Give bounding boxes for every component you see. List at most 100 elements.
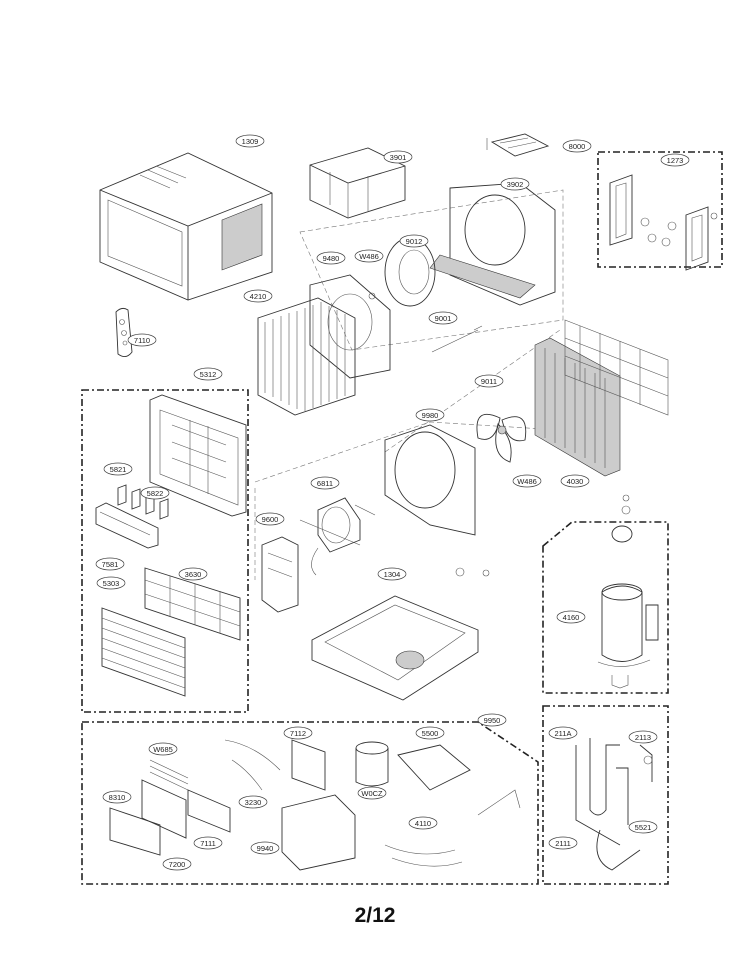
svg-text:211A: 211A — [555, 729, 572, 738]
label-9980: 9980 — [415, 408, 445, 422]
svg-text:4030: 4030 — [567, 477, 584, 486]
remote-control-drawing — [115, 307, 133, 357]
compressor-group-boundary — [542, 521, 669, 694]
svg-text:2113: 2113 — [635, 733, 651, 742]
control-panel-front-drawing — [149, 394, 247, 517]
svg-text:W0CZ: W0CZ — [361, 789, 383, 798]
motor-and-box-drawing — [261, 497, 376, 613]
label-5312: 5312 — [193, 367, 223, 381]
label-5821: 5821 — [103, 462, 133, 476]
piping-parts-drawing — [575, 738, 653, 871]
label-9940: 9940 — [250, 841, 280, 855]
label-3901: 3901 — [383, 150, 413, 164]
svg-text:W486: W486 — [517, 477, 537, 486]
label-3230: 3230 — [238, 795, 268, 809]
svg-text:5521: 5521 — [635, 823, 652, 832]
label-9011: 9011 — [474, 374, 504, 388]
label-9012: 9012 — [399, 234, 429, 248]
svg-text:W486: W486 — [359, 252, 379, 261]
label-4110: 4110 — [408, 816, 438, 830]
label-7110: 7110 — [127, 333, 157, 347]
svg-text:9001: 9001 — [435, 314, 452, 323]
svg-text:9011: 9011 — [481, 377, 497, 386]
label-8310: 8310 — [102, 790, 132, 804]
electrical-parts-drawing — [109, 739, 521, 871]
svg-text:9600: 9600 — [262, 515, 279, 524]
bracket-group-boundary — [597, 151, 723, 268]
label-6811: 6811 — [310, 476, 340, 490]
label-7112: 7112 — [283, 726, 313, 740]
label-9001: 9001 — [428, 311, 458, 325]
svg-text:4160: 4160 — [563, 613, 580, 622]
svg-text:5303: 5303 — [103, 579, 120, 588]
svg-text:7112: 7112 — [290, 729, 306, 738]
label-W685: W685 — [148, 742, 178, 756]
svg-text:W685: W685 — [153, 745, 173, 754]
label-9480: 9480 — [316, 251, 346, 265]
label-8000: 8000 — [562, 139, 592, 153]
fan-shroud-condenser-drawing — [384, 319, 669, 536]
label-2111: 2111 — [548, 836, 578, 850]
svg-text:7200: 7200 — [169, 860, 186, 869]
page-number: 2/12 — [354, 904, 396, 927]
label-1304: 1304 — [377, 567, 407, 581]
cabinet-drawing — [99, 152, 273, 301]
svg-text:9980: 9980 — [422, 411, 439, 420]
svg-text:9480: 9480 — [323, 254, 340, 263]
svg-text:3902: 3902 — [507, 180, 524, 189]
svg-text:7581: 7581 — [102, 560, 119, 569]
label-1273: 1273 — [660, 153, 690, 167]
label-5822: 5822 — [140, 486, 170, 500]
label-4210: 4210 — [243, 289, 273, 303]
svg-text:9012: 9012 — [406, 237, 423, 246]
svg-text:6811: 6811 — [317, 479, 333, 488]
filter-and-grille-drawing — [101, 567, 241, 697]
svg-text:2111: 2111 — [555, 839, 571, 848]
label-1309: 1309 — [235, 134, 265, 148]
label-4030: 4030 — [560, 474, 590, 488]
svg-text:8310: 8310 — [109, 793, 126, 802]
svg-text:3630: 3630 — [185, 570, 202, 579]
svg-text:3230: 3230 — [245, 798, 262, 807]
svg-text:5822: 5822 — [147, 489, 164, 498]
piping-group-boundary — [542, 705, 669, 885]
air-guide-drawing — [309, 147, 406, 219]
label-2113: 2113 — [628, 730, 658, 744]
label-211A: 211A — [548, 726, 578, 740]
label-7581: 7581 — [95, 557, 125, 571]
electrical-group-boundary — [81, 721, 539, 885]
buttons-and-bar-drawing — [95, 484, 169, 549]
rod-drawing — [431, 325, 483, 353]
label-9600: 9600 — [255, 512, 285, 526]
label-5521: 5521 — [628, 820, 658, 834]
svg-text:7110: 7110 — [134, 336, 150, 345]
svg-text:5500: 5500 — [422, 729, 439, 738]
label-3630: 3630 — [178, 567, 208, 581]
control-panel-group-boundary — [81, 389, 249, 713]
svg-text:5312: 5312 — [200, 370, 217, 379]
compressor-drawing — [597, 494, 659, 689]
label-W486-lower: W486 — [512, 474, 542, 488]
label-5500: 5500 — [415, 726, 445, 740]
svg-text:4110: 4110 — [415, 819, 431, 828]
svg-text:8000: 8000 — [569, 142, 586, 151]
svg-text:5821: 5821 — [110, 465, 127, 474]
evaporator-drawing — [257, 297, 356, 416]
svg-text:1273: 1273 — [667, 156, 684, 165]
svg-text:4210: 4210 — [250, 292, 267, 301]
svg-text:1309: 1309 — [242, 137, 259, 146]
label-W0CZ: W0CZ — [357, 786, 387, 800]
top-bracket-drawing — [486, 133, 550, 157]
label-4160: 4160 — [556, 610, 586, 624]
svg-text:9940: 9940 — [257, 844, 274, 853]
svg-text:3901: 3901 — [390, 153, 407, 162]
label-3902: 3902 — [500, 177, 530, 191]
assembly-guide-lines — [254, 189, 564, 580]
label-9950: 9950 — [477, 713, 507, 727]
label-7200: 7200 — [162, 857, 192, 871]
label-W486-upper: W486 — [354, 249, 384, 263]
svg-text:1304: 1304 — [384, 570, 401, 579]
svg-text:9950: 9950 — [484, 716, 501, 725]
side-brackets-drawing — [609, 174, 718, 271]
